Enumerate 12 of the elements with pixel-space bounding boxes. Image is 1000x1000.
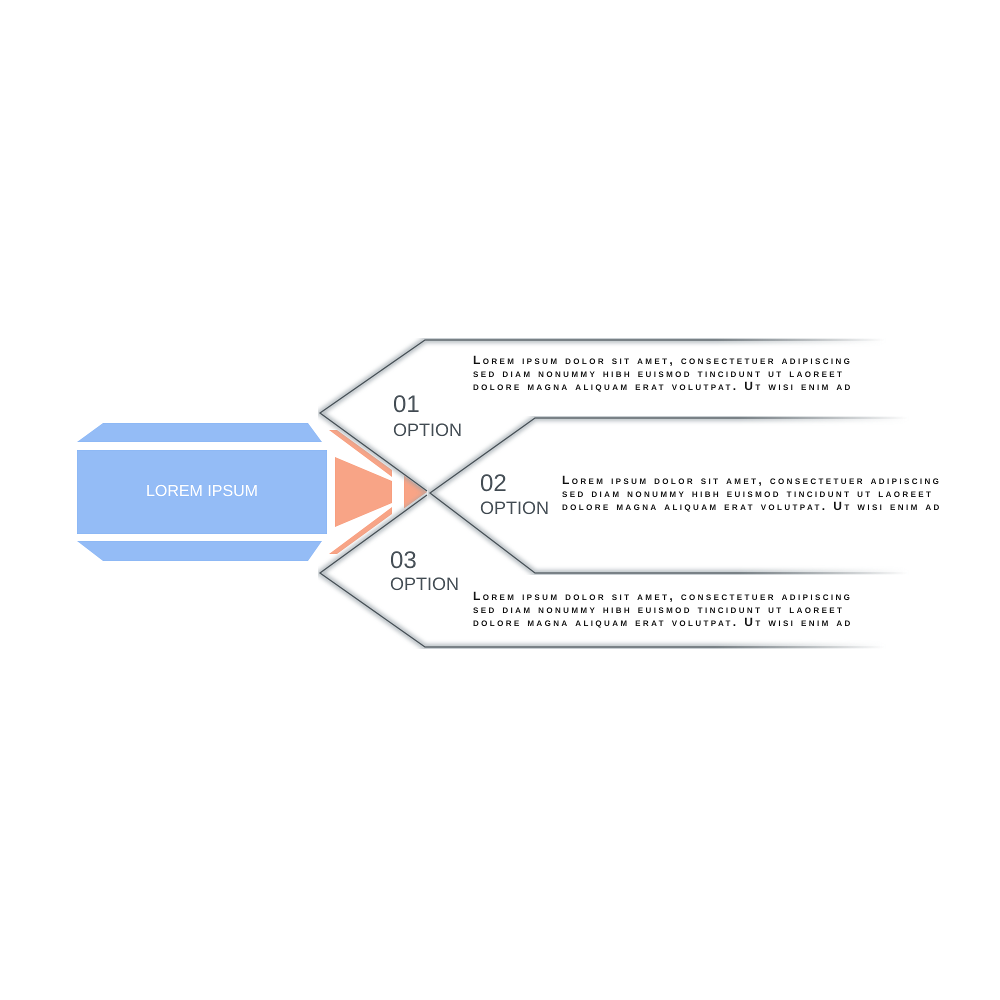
arrow [329, 430, 427, 554]
option-description: Lorem ipsum dolor sit amet, consectetuer adipiscing sed diam nonummy hibh euismod tincidunt ut laoreet dolore magna aliquam erat volutpat. Ut wisi enim ad [473, 590, 854, 629]
option-label: OPTION [390, 574, 460, 594]
option-number: 01 [393, 391, 420, 418]
option-label: OPTION [393, 420, 462, 440]
option-description: Lorem ipsum dolor sit amet, consectetuer adipiscing sed diam nonummy hibh euismod tincidunt ut laoreet dolore magna aliquam erat volutpat. Ut wisi enim ad [562, 474, 943, 513]
option-number: 03 [390, 547, 417, 574]
option-number: 02 [480, 470, 507, 497]
title-box [76, 423, 328, 561]
center-label: LOREM IPSUM [146, 484, 258, 500]
option-description: Lorem ipsum dolor sit amet, consectetuer adipiscing sed diam nonummy hibh euismod tincidunt ut laoreet dolore magna aliquam erat volutpat. Ut wisi enim ad [473, 354, 854, 393]
option-label: OPTION [480, 498, 550, 518]
